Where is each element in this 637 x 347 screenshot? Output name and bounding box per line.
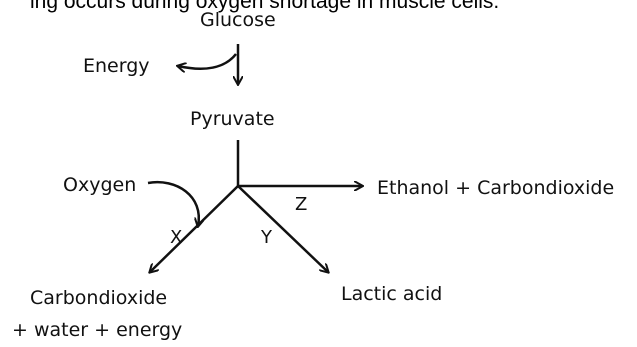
pyruvate-label: Pyruvate — [190, 108, 275, 130]
oxygen-input-arrow — [147, 180, 199, 226]
glucose-label: Glucose — [200, 9, 276, 31]
energy-release-arrow — [178, 53, 237, 69]
pathway-y-label: Y — [260, 227, 273, 248]
question-text: ing occurs during oxygen shortage in mus… — [30, 0, 500, 13]
carbondioxide-label-line2: + water + energy — [12, 319, 182, 341]
pathway-x-label: X — [170, 227, 182, 248]
pathway-x-arrow — [150, 185, 239, 272]
oxygen-label: Oxygen — [63, 174, 136, 196]
carbondioxide-label-line1: Carbondioxide — [30, 287, 167, 309]
pathway-y-arrow — [237, 185, 328, 272]
lactic-acid-label: Lactic acid — [341, 283, 442, 305]
pathway-z-label: Z — [295, 194, 307, 215]
energy-label: Energy — [83, 55, 150, 77]
ethanol-carbondioxide-label: Ethanol + Carbondioxide — [377, 177, 614, 199]
